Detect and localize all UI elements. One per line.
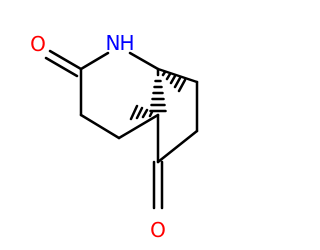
bond-c2-n1	[79, 51, 110, 71]
stereo-hash-wedge-c4a	[129, 104, 154, 121]
bond-c2-o-a	[48, 49, 83, 71]
bond-c2-o-b	[44, 56, 79, 78]
bond-c4-c4a	[117, 113, 160, 140]
nitrogen-label: N	[106, 31, 121, 55]
bond-c3-c4	[79, 113, 121, 140]
stereo-hash-wedge-c7a	[149, 67, 167, 113]
stereo-hash-wedge-c7a-alt	[161, 70, 187, 93]
oxygen-label-bottom: O	[150, 218, 166, 242]
hydrogen-label: H	[119, 31, 134, 55]
bond-c6-c5	[156, 129, 199, 164]
bond-c7a-c7	[156, 67, 199, 84]
oxygen-label-top: O	[30, 32, 46, 56]
molecule-structure: O N H O	[30, 31, 199, 242]
bond-n1-c7a	[128, 51, 160, 71]
